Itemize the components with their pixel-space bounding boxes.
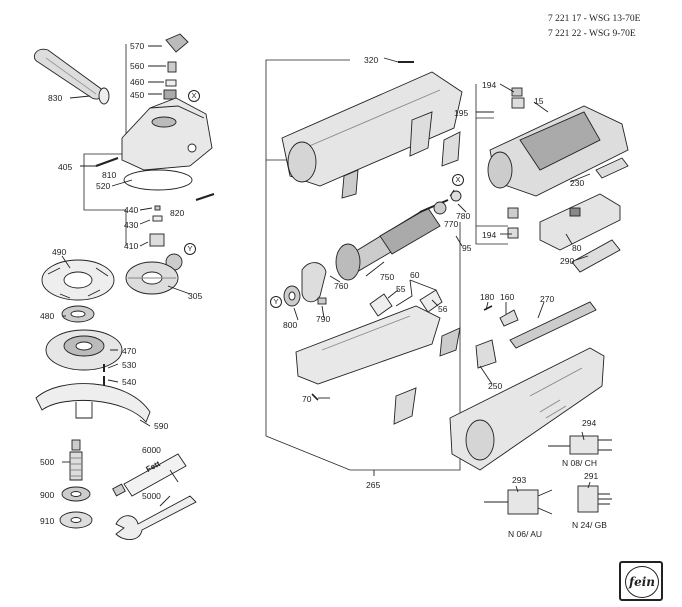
plug-label-ch: N 08/ CH — [562, 458, 597, 468]
part-label-5000: 5000 — [142, 491, 161, 501]
part-label-320: 320 — [364, 55, 379, 65]
part-label-56: 56 — [438, 304, 448, 314]
motor-housing-shell — [281, 71, 463, 187]
part-label-55: 55 — [396, 284, 406, 294]
part-label-470: 470 — [122, 346, 137, 356]
part-label-460: 460 — [130, 77, 145, 87]
part-label-293: 293 — [512, 475, 527, 485]
part-label-230: 230 — [570, 178, 585, 188]
part-label-290: 290 — [560, 256, 575, 266]
part-label-490: 490 — [52, 247, 67, 257]
grease-tube-6000 — [112, 453, 187, 497]
part-label-194-top: 194 — [482, 80, 497, 90]
part-label-480: 480 — [40, 311, 55, 321]
part-label-80: 80 — [572, 243, 582, 253]
plug-label-au: N 06/ AU — [508, 529, 543, 539]
part-label-270: 270 — [540, 294, 555, 304]
part-label-770: 770 — [444, 219, 459, 229]
part-label-790: 790 — [316, 314, 331, 324]
part-label-540: 540 — [122, 377, 137, 387]
part-label-194-bottom: 194 — [482, 230, 497, 240]
gear-head-housing-405 — [121, 97, 213, 191]
part-label-750: 750 — [380, 272, 395, 282]
flange-490 — [41, 259, 115, 301]
part-label-95: 95 — [462, 243, 472, 253]
part-label-440: 440 — [124, 205, 139, 215]
part-label-405: 405 — [58, 162, 73, 172]
bevel-gear-305 — [125, 261, 179, 295]
stator-15 — [487, 105, 629, 197]
part-label-430: 430 — [124, 220, 139, 230]
part-label-195: 195 — [454, 108, 469, 118]
side-handle-830 — [34, 48, 110, 105]
part-label-70: 70 — [302, 394, 312, 404]
part-label-15: 15 — [534, 96, 544, 106]
part-label-6000: 6000 — [142, 445, 161, 455]
electronics-board-80 — [539, 193, 621, 251]
part-label-910: 910 — [40, 516, 55, 526]
armature-750 — [335, 199, 449, 281]
plug-gb-291 — [577, 485, 612, 513]
handle-half-60 — [295, 305, 441, 385]
model-line-1: 7 221 17 - WSG 13-70E — [548, 14, 641, 24]
part-label-60: 60 — [410, 270, 420, 280]
part-label-560: 560 — [130, 61, 145, 71]
part-label-800: 800 — [283, 320, 298, 330]
part-label-530: 530 — [122, 360, 137, 370]
part-label-291: 291 — [584, 471, 599, 481]
plug-au-293 — [484, 489, 553, 515]
part-label-520: 520 — [96, 181, 111, 191]
lower-housing-265 — [449, 347, 605, 471]
part-label-830: 830 — [48, 93, 63, 103]
fein-logo-ring: fein — [625, 566, 659, 598]
part-label-294: 294 — [582, 418, 597, 428]
part-label-900: 900 — [40, 490, 55, 500]
detail-marker-y-gear: Y — [184, 243, 196, 255]
part-label-160: 160 — [500, 292, 515, 302]
wheel-guard-590 — [35, 383, 151, 423]
part-label-250: 250 — [488, 381, 503, 391]
part-label-500: 500 — [40, 457, 55, 467]
plug-label-gb: N 24/ GB — [572, 520, 607, 530]
lever-570 — [163, 33, 189, 100]
plug-ch-294 — [548, 435, 612, 455]
model-line-2: 7 221 22 - WSG 9-70E — [548, 29, 636, 39]
part-label-180: 180 — [480, 292, 495, 302]
part-label-450: 450 — [130, 90, 145, 100]
detail-marker-y-bearing: Y — [270, 296, 282, 308]
part-label-305: 305 — [188, 291, 203, 301]
part-label-810: 810 — [102, 170, 117, 180]
part-label-780: 780 — [456, 211, 471, 221]
detail-marker-x-head: X — [188, 90, 200, 102]
part-label-570: 570 — [130, 41, 145, 51]
part-label-590: 590 — [154, 421, 169, 431]
spanner-5000 — [115, 495, 197, 540]
fein-logo-text: fein — [628, 575, 656, 589]
part-label-265: 265 — [366, 480, 381, 490]
part-label-820: 820 — [170, 208, 185, 218]
part-label-760: 760 — [334, 281, 349, 291]
part-label-410: 410 — [124, 241, 139, 251]
spindle-500 — [69, 439, 83, 481]
bearing-flange-470 — [45, 329, 123, 371]
detail-marker-x-armature: X — [452, 174, 464, 186]
fein-logo: fein — [619, 561, 663, 601]
